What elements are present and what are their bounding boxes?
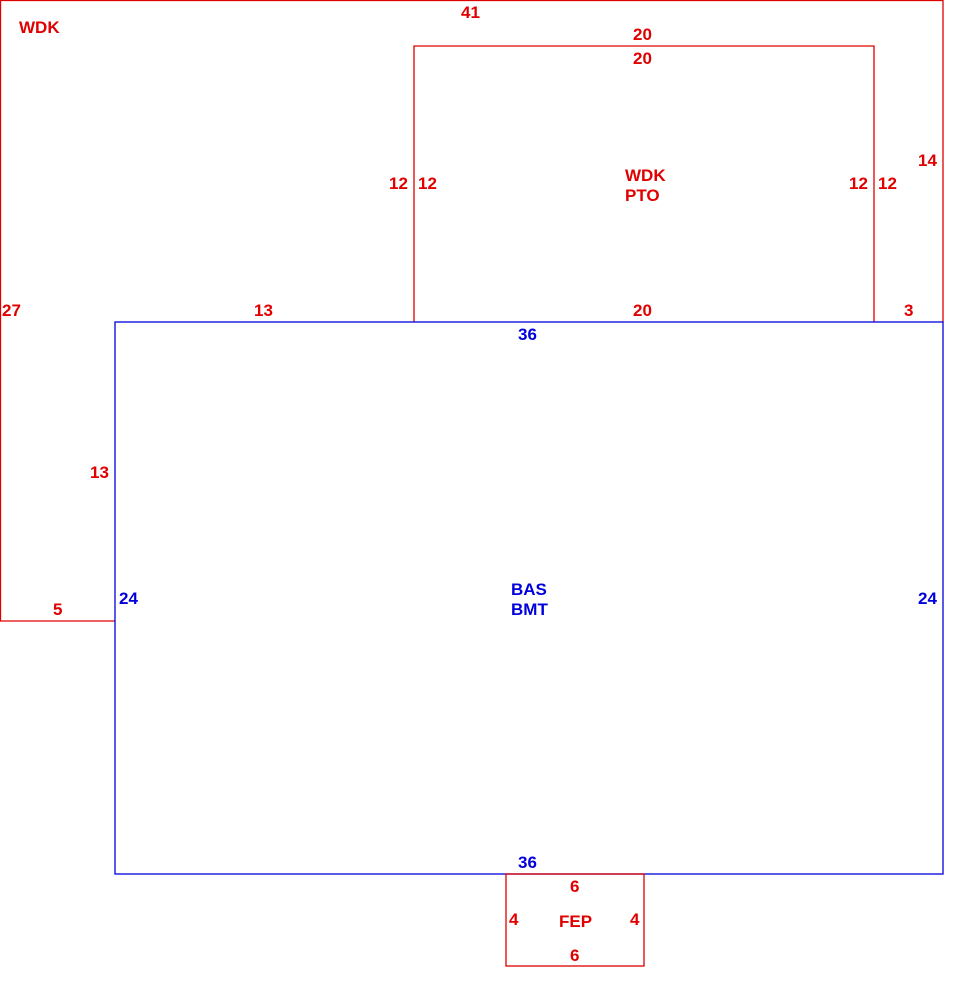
- dim-bas-right: 24: [918, 589, 937, 608]
- fep-outline: [505, 873, 645, 967]
- pto-label-1: WDK: [625, 166, 666, 185]
- dim-wdk-inner-vertical: 13: [90, 463, 109, 482]
- bas-label-2: BMT: [511, 600, 548, 619]
- dim-wdk-right: 14: [918, 151, 937, 170]
- dim-wdk-left: 27: [2, 301, 21, 320]
- dim-pto-right-outer: 12: [878, 174, 897, 193]
- dim-wdk-inner-top-right: 3: [904, 301, 913, 320]
- dim-pto-right-inner: 12: [849, 174, 868, 193]
- dim-bas-left: 24: [119, 589, 138, 608]
- dim-fep-bottom: 6: [570, 946, 579, 965]
- wdk-pto-outline: [413, 45, 875, 322]
- dim-fep-top: 6: [570, 877, 579, 896]
- dim-wdk-bottom: 5: [53, 600, 62, 619]
- dim-pto-bottom: 20: [633, 301, 652, 320]
- dim-bas-bottom: 36: [518, 853, 537, 872]
- dim-pto-top-outer: 20: [633, 25, 652, 44]
- pto-label-2: PTO: [625, 186, 660, 205]
- fep-label: FEP: [559, 912, 592, 931]
- bas-label-1: BAS: [511, 580, 547, 599]
- dim-bas-top: 36: [518, 325, 537, 344]
- dim-pto-top-inner: 20: [633, 49, 652, 68]
- dim-wdk-inner-top-left: 13: [254, 301, 273, 320]
- dim-wdk-top: 41: [461, 3, 480, 22]
- dim-pto-left-outer: 12: [389, 174, 408, 193]
- dim-fep-left: 4: [509, 910, 519, 929]
- wdk-outer-outline: [0, 0, 944, 622]
- dim-pto-left-inner: 12: [418, 174, 437, 193]
- wdk-label: WDK: [19, 18, 60, 37]
- dim-fep-right: 4: [630, 910, 640, 929]
